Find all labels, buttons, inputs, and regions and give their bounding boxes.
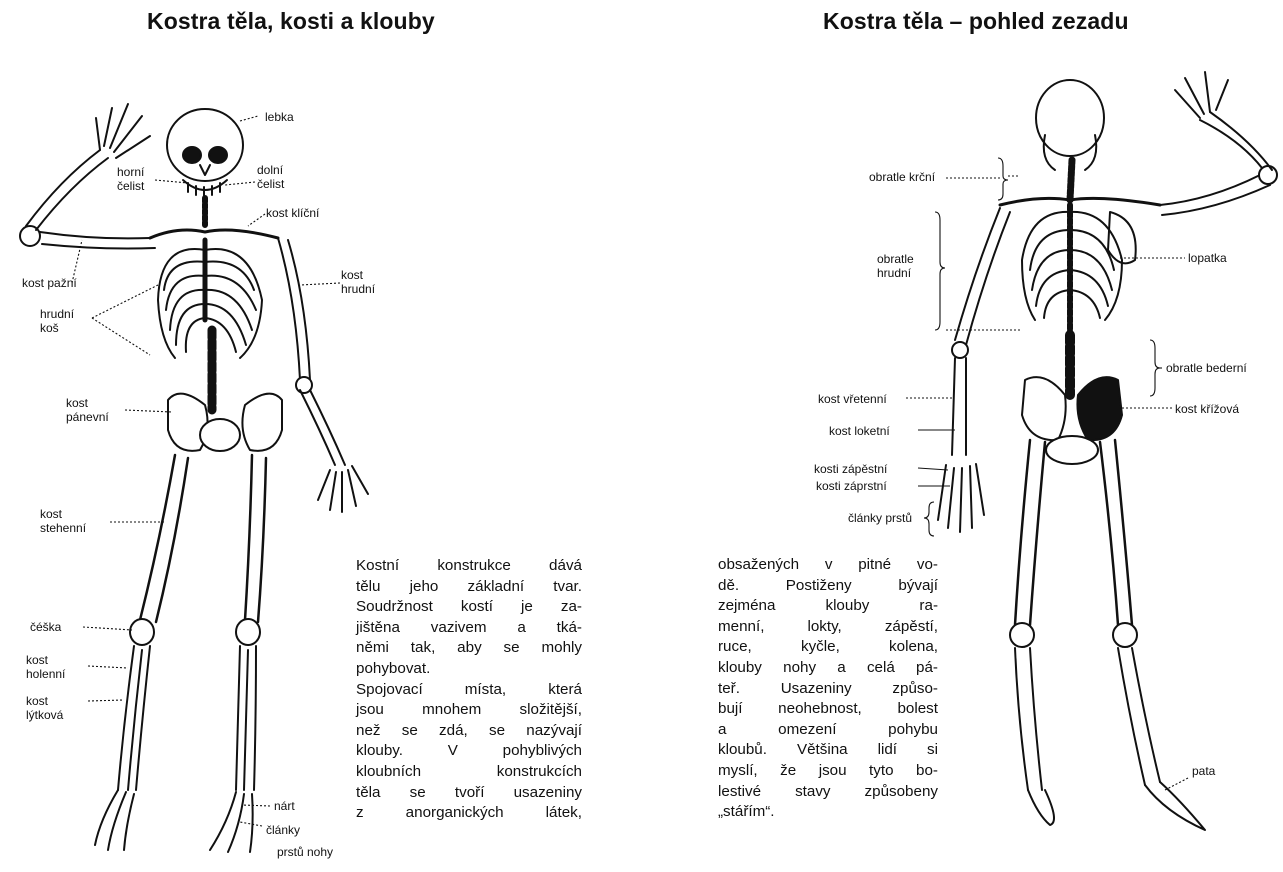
text-line: než se zdá, se nazývají [356,721,582,742]
text-line: těla se tvoří usazeniny [356,783,582,804]
skeleton-back-illustration [938,72,1277,830]
label-clanky: články [266,823,300,837]
label-kost-pazni: kost pažní [22,276,77,290]
label-obratle-krcni: obratle krční [869,170,936,184]
text-line: Soudržnost kostí je za- [356,597,582,618]
label-lopatka: lopatka [1188,251,1227,265]
label-dolni-celist-1: dolní [257,163,284,177]
text-line: pohybovat. [356,659,582,680]
label-kost-stehenni-1: kost [40,507,63,521]
text-line: zejména klouby ra- [718,596,938,617]
text-line: „stářím“. [718,802,938,823]
text-line: lestivé stavy způsobeny [718,782,938,803]
right-body-text: obsažených v pitné vo- dě. Postiženy býv… [718,555,938,823]
label-hrudni-kos-1: hrudní [40,307,75,321]
label-dolni-celist-2: čelist [257,177,285,191]
label-ceska: čéška [30,620,62,634]
text-line: tělu jeho základní tvar. [356,577,582,598]
text-line: a omezení pohybu [718,720,938,741]
label-kost-lytkova-2: lýtková [26,708,64,722]
label-kost-holenni-2: holenní [26,667,66,681]
label-kost-panevni-1: kost [66,396,89,410]
text-line: jištěna vazivem a tká- [356,618,582,639]
text-line: Spojovací místa, která [356,680,582,701]
label-kosti-zaprstni: kosti záprstní [816,479,887,493]
label-prstu-nohy: prstů nohy [277,845,333,859]
label-obratle-hrudni-1: obratle [877,252,914,266]
label-kost-krizova: kost křížová [1175,402,1239,416]
text-line: kloubních konstrukcích [356,762,582,783]
left-body-text: Kostní konstrukce dává tělu jeho základn… [356,556,582,824]
label-hrudni-kos-2: koš [40,321,59,335]
label-kost-hrudni-2: hrudní [341,282,376,296]
text-line: dě. Postiženy bývají [718,576,938,597]
label-lebka: lebka [265,110,294,124]
text-line: kloubů. Většina lidí si [718,740,938,761]
label-pata: pata [1192,764,1216,778]
text-line: němi tak, aby se mohly [356,638,582,659]
text-line: z anorganických látek, [356,803,582,824]
label-kost-panevni-2: pánevní [66,410,109,424]
label-kost-holenni-1: kost [26,653,49,667]
label-obratle-bederni: obratle bederní [1166,361,1247,375]
text-line: bují neohebnost, bolest [718,699,938,720]
text-line: jsou mnohem složitější, [356,700,582,721]
text-line: klouby. V pohyblivých [356,741,582,762]
label-horni-celist-1: horní [117,165,145,179]
label-horni-celist-2: čelist [117,179,145,193]
text-line: obsažených v pitné vo- [718,555,938,576]
label-kost-hrudni-1: kost [341,268,364,282]
text-line: Kostní konstrukce dává [356,556,582,577]
label-nart: nárt [274,799,295,813]
label-clanky-prstu: články prstů [848,511,912,525]
text-line: teř. Usazeniny způso- [718,679,938,700]
label-kost-loketni: kost loketní [829,424,890,438]
text-line: menní, lokty, zápěstí, [718,617,938,638]
text-line: ruce, kyčle, kolena, [718,637,938,658]
label-kost-lytkova-1: kost [26,694,49,708]
label-kost-stehenni-2: stehenní [40,521,87,535]
label-obratle-hrudni-2: hrudní [877,266,912,280]
text-line: klouby nohy a celá pá- [718,658,938,679]
label-kost-vretenni: kost vřetenní [818,392,887,406]
text-line: myslí, že jsou tyto bo- [718,761,938,782]
label-kost-klicni: kost klíční [266,206,320,220]
label-kosti-zapestni: kosti zápěstní [814,462,888,476]
